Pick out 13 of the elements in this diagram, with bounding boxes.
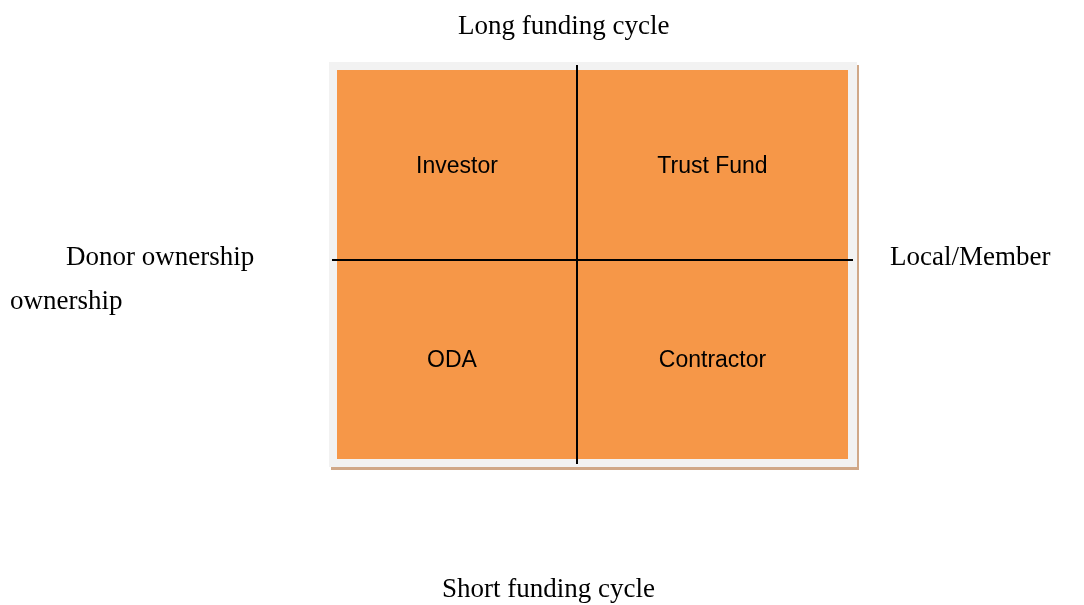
axis-label: Donor ownership bbox=[66, 243, 255, 270]
axis-label: Local/Member bbox=[890, 243, 1051, 270]
axis-label: ownership bbox=[10, 287, 123, 314]
quadrant-label: Investor bbox=[416, 151, 498, 179]
quadrant bbox=[577, 70, 848, 260]
quadrant bbox=[337, 260, 577, 459]
quadrant-label: Trust Fund bbox=[657, 151, 768, 179]
quadrant bbox=[337, 70, 577, 260]
axis-label: Long funding cycle bbox=[458, 12, 670, 39]
axis-label: Short funding cycle bbox=[442, 575, 655, 602]
quadrant-label: Contractor bbox=[658, 346, 767, 373]
quadrant bbox=[577, 260, 848, 459]
quadrant-label: ODA bbox=[427, 346, 477, 373]
